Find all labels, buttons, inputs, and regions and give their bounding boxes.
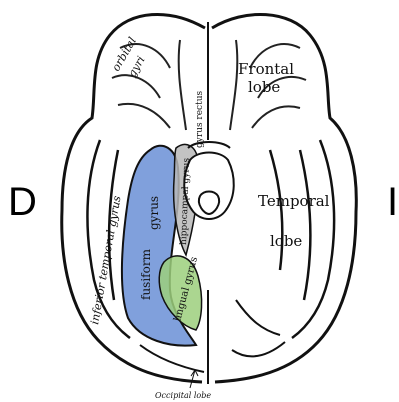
occipital-pointer-arrow	[190, 370, 198, 388]
cerebral-aqueduct	[199, 192, 219, 215]
temporal-lobe-label-2: lobe	[270, 232, 302, 250]
temporal-lobe-label-1: Temporal	[258, 192, 330, 210]
inferior-temporal-gyrus-label: inferior temporal gyrus	[88, 194, 124, 325]
frontal-lobe-label-2: lobe	[248, 78, 280, 96]
gyrus-rectus-label: gyrus rectus	[195, 90, 205, 148]
frontal-lobe-label-1: Frontal	[238, 60, 294, 78]
fusiform-gyrus-label-2: gyrus	[147, 196, 161, 230]
fusiform-gyrus-label-1: fusiform	[139, 248, 153, 300]
occipital-lobe-label: Occipital lobe	[155, 391, 211, 400]
